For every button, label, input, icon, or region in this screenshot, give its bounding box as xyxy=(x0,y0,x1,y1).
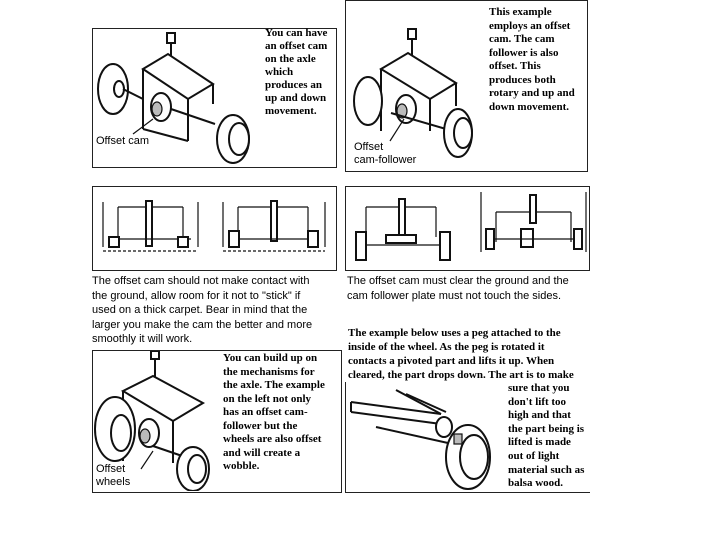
cam-clearance-caption: The offset cam should not make contact w… xyxy=(92,275,313,345)
panel-follower-plate-diagrams xyxy=(345,186,590,271)
offset-cam-label: Offset cam xyxy=(96,135,149,147)
offset-wheels-text: You can build up on the mechanisms for t… xyxy=(223,352,325,472)
panel-cam-clearance-diagrams xyxy=(92,186,337,271)
follower-plate-diagram xyxy=(355,192,587,261)
panel-peg-mechanism: sure that you don't lift too high and th… xyxy=(345,382,590,493)
peg-mechanism-intro: The example below uses a peg attached to… xyxy=(348,327,574,381)
offset-cam-text: You can have an offset cam on the axle w… xyxy=(265,27,328,117)
panel-offset-wheels: Offset wheels You can build up on the me… xyxy=(92,350,342,493)
panel-offset-cam: Offset cam You can have an offset cam on… xyxy=(92,27,337,168)
offset-wheels-label: Offset wheels xyxy=(96,463,131,488)
cam-clearance-diagram xyxy=(102,200,326,252)
offset-cam-follower-illustration xyxy=(353,28,473,158)
panel-offset-cam-follower: Offset cam-follower This example employs… xyxy=(345,0,588,172)
offset-cam-follower-label: Offset cam-follower xyxy=(354,141,417,166)
peg-mechanism-side-text: sure that you don't lift too high and th… xyxy=(508,382,585,490)
peg-mechanism-illustration xyxy=(350,389,491,490)
diagram-b xyxy=(222,200,326,252)
offset-wheels-illustration xyxy=(94,351,210,491)
follower-plate-caption: The offset cam must clear the ground and… xyxy=(347,275,569,302)
diagram-d xyxy=(480,192,587,252)
offset-cam-follower-text: This example employs an offset cam. The … xyxy=(489,6,575,113)
offset-cam-illustration xyxy=(97,32,250,164)
diagram-c xyxy=(355,198,451,261)
diagram-a xyxy=(102,200,199,252)
